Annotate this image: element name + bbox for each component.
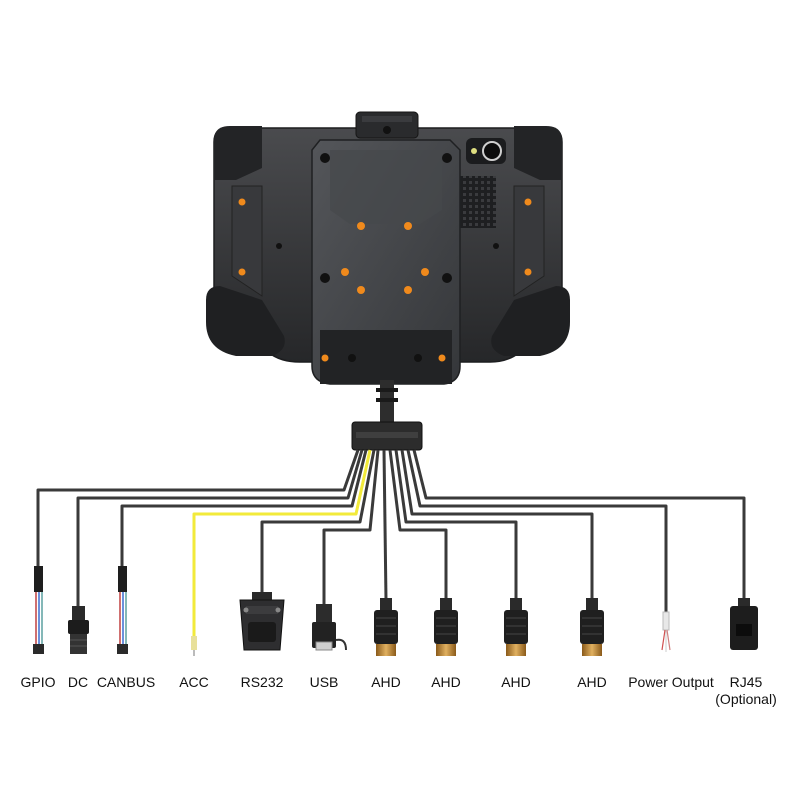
label-ahd-4: AHD xyxy=(577,674,607,690)
connector-ahd-2 xyxy=(434,598,458,656)
camera-lens-icon xyxy=(482,141,502,161)
connector-gpio xyxy=(33,566,44,654)
right-bumper xyxy=(514,126,562,180)
tablet-device xyxy=(206,111,570,385)
label-acc: ACC xyxy=(179,674,209,690)
wire-dc xyxy=(76,449,364,608)
wire-acc xyxy=(192,449,372,640)
top-handle xyxy=(355,111,419,139)
wire-rs232 xyxy=(260,449,376,594)
connector-ahd-3 xyxy=(504,598,528,656)
connector-usb xyxy=(312,604,347,651)
connector-canbus xyxy=(117,566,128,654)
connector-rs232 xyxy=(239,592,285,651)
label-dc: DC xyxy=(67,674,89,690)
orange-screws xyxy=(238,198,532,362)
connector-dc xyxy=(68,606,89,654)
label-ahd-2: AHD xyxy=(431,674,461,690)
wire-gpio xyxy=(36,449,360,568)
label-canbus: CANBUS xyxy=(96,674,156,690)
label-ahd-1: AHD xyxy=(371,674,401,690)
left-bumper xyxy=(214,126,262,180)
wire-ahd3 xyxy=(394,449,518,600)
connector-ahd-1 xyxy=(374,598,398,656)
speaker-grille xyxy=(460,176,496,228)
connector-ahd-4 xyxy=(580,598,604,656)
label-rs232: RS232 xyxy=(240,674,284,690)
label-gpio: GPIO xyxy=(20,674,56,690)
label-rj45: RJ45 (Optional) xyxy=(715,674,776,708)
wire-power xyxy=(406,449,668,614)
label-rj45-note: (Optional) xyxy=(715,691,777,707)
wire-ahd1 xyxy=(382,449,388,601)
wire-rj45 xyxy=(412,449,746,600)
label-ahd-3: AHD xyxy=(501,674,531,690)
label-usb: USB xyxy=(309,674,339,690)
wire-ahd2 xyxy=(388,449,448,600)
wire-canbus xyxy=(120,449,368,568)
wire-ahd4 xyxy=(400,449,594,600)
connector-acc xyxy=(191,636,197,656)
label-power-output: Power Output xyxy=(628,674,714,690)
cable-harness xyxy=(36,380,746,640)
connector-power-output xyxy=(661,611,671,652)
label-rj45-name: RJ45 xyxy=(729,674,763,690)
wire-usb xyxy=(322,449,380,606)
connector-rj45 xyxy=(730,598,758,650)
